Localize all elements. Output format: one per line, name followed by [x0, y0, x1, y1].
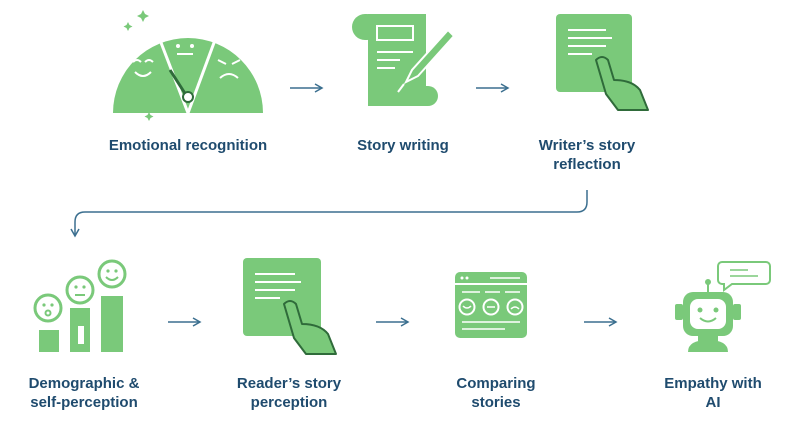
step-label-line: Emotional recognition [108, 137, 268, 154]
step-label-line: AI [705, 394, 721, 411]
arrow-3-to-4 [70, 190, 588, 238]
step-label-line: self-perception [30, 394, 138, 411]
emotion-gauge-icon [113, 10, 263, 121]
step-label-line: Empathy with [664, 375, 762, 392]
hand-document-icon [556, 14, 649, 111]
step-label-story-writing: Story writing [328, 136, 478, 155]
comparison-window-icon [455, 272, 527, 338]
flow-arrows [70, 83, 618, 327]
step-label-empathy-with-ai: Empathy with AI [638, 374, 788, 412]
step-label-line: Comparing [456, 375, 536, 392]
step-label-line: Writer’s story [538, 137, 636, 154]
step-label-writers-story-reflection: Writer’s story reflection [512, 136, 662, 174]
step-label-line: stories [471, 394, 521, 411]
step-label-readers-story-perception: Reader’s story perception [214, 374, 364, 412]
robot-chat-icon [675, 261, 771, 352]
step-label-line: Reader’s story [236, 375, 342, 392]
step-label-line: Story writing [357, 137, 449, 154]
scroll-pen-icon [352, 14, 456, 106]
step-label-emotional-recognition: Emotional recognition [88, 136, 288, 155]
step-label-line: perception [250, 394, 328, 411]
step-label-demographic-self-perception: Demographic & self-perception [4, 374, 164, 412]
step-label-comparing-stories: Comparing stories [426, 374, 566, 412]
step-label-line: Demographic & [28, 375, 140, 392]
emoji-bar-chart-icon [33, 259, 127, 352]
hand-document-icon [243, 258, 337, 355]
step-label-line: reflection [553, 156, 621, 173]
